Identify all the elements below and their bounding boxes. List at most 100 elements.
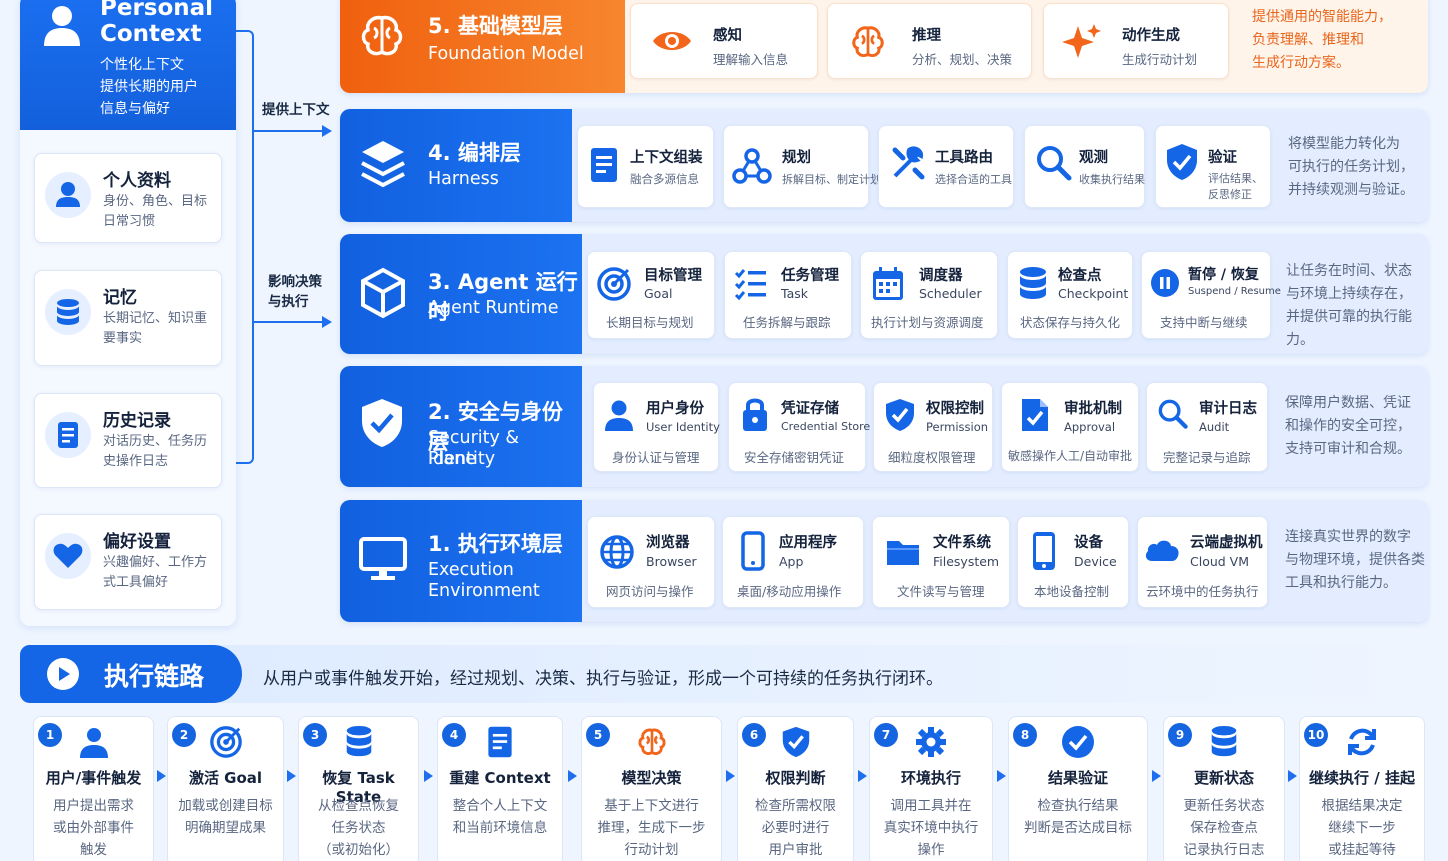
module-desc: 执行计划与资源调度	[871, 315, 984, 330]
module-scheduler: 调度器 Scheduler 执行计划与资源调度	[860, 251, 998, 339]
module-app: 应用程序 App 桌面/移动应用操作	[722, 516, 864, 608]
module-planning: 规划 拆解目标、制定计划	[723, 125, 881, 208]
layer-desc: 让任务在时间、状态与环境上持续存在，并提供可靠的执行能力。	[1286, 263, 1412, 348]
layer-header: 2. 安全与身份层 Security & Identity Plane	[340, 366, 582, 487]
step-number: 1	[38, 723, 62, 747]
context-card-title: 偏好设置	[103, 532, 171, 552]
personal-context-header: Personal Context 个性化上下文 提供长期的用户 信息与偏好	[20, 0, 236, 130]
lock-icon	[743, 398, 767, 431]
tools-icon	[892, 146, 925, 180]
module-perception: 感知 理解输入信息	[630, 3, 818, 79]
module-title: 暂停 / 恢复	[1188, 267, 1259, 283]
step-number: 6	[742, 723, 766, 747]
module-desc: 云环境中的任务执行	[1146, 584, 1259, 599]
step-desc: 用户提出需求或由外部事件触发	[53, 798, 134, 858]
search-icon	[1037, 146, 1072, 181]
play-icon	[47, 658, 79, 690]
module-desc: 生成行动计划	[1122, 52, 1198, 67]
arrow-right-icon	[857, 770, 867, 782]
step-title: 恢复 Task State	[322, 769, 395, 806]
step-title: 环境执行	[900, 769, 961, 787]
module-title: 推理	[912, 28, 941, 44]
module-task: 任务管理 Task 任务拆解与跟踪	[724, 251, 852, 339]
module-title: 检查点	[1058, 268, 1102, 284]
user-icon	[605, 400, 633, 431]
layer-en-name: Execution	[428, 560, 514, 580]
module-desc: 选择合适的工具	[935, 173, 1012, 186]
document-icon	[591, 148, 617, 182]
module-title: 任务管理	[781, 268, 839, 284]
module-desc: 敏感操作人工/自动审批	[1008, 449, 1133, 463]
layer-header: 4. 编排层 Harness	[340, 109, 572, 222]
module-tool-routing: 工具路由 选择合适的工具	[878, 125, 1014, 208]
step-desc: 调用工具并在真实环境中执行操作	[883, 798, 979, 858]
context-card-desc: 对话历史、任务历史操作日志	[103, 434, 208, 469]
module-approval: 审批机制 Approval 敏感操作人工/自动审批	[1001, 382, 1139, 472]
module-desc: 身份认证与管理	[612, 450, 700, 465]
module-title: 感知	[713, 28, 742, 44]
module-desc-2: 反思修正	[1208, 188, 1252, 201]
shield-check-icon	[779, 725, 813, 759]
module-en: Cloud VM	[1190, 554, 1250, 569]
module-desc: 安全存储密钥凭证	[744, 450, 845, 465]
search-icon	[1158, 399, 1188, 429]
module-title: 审计日志	[1199, 401, 1257, 417]
execution-chain-desc: 从用户或事件触发开始，经过规划、决策、执行与验证，形成一个可持续的任务执行闭环。	[263, 669, 943, 689]
module-context-assembly: 上下文组装 融合多源信息	[577, 125, 714, 208]
document-icon	[483, 725, 517, 759]
module-title: 用户身份	[646, 401, 704, 417]
refresh-icon	[1345, 725, 1379, 759]
database-icon	[57, 299, 79, 325]
step-number: 9	[1168, 723, 1192, 747]
step-number: 10	[1304, 723, 1328, 747]
layer-name: 5. 基础模型层	[428, 14, 563, 38]
layer-header: 1. 执行环境层 Execution Environment	[340, 500, 582, 622]
layer-name: 4. 编排层	[428, 141, 521, 165]
module-desc: 评估结果、	[1208, 172, 1263, 185]
module-title: 审批机制	[1064, 401, 1122, 417]
step-number: 8	[1013, 723, 1037, 747]
pause-icon	[1151, 269, 1179, 297]
monitor-icon	[358, 534, 408, 584]
module-en: Audit	[1199, 420, 1230, 434]
module-desc: 分析、规划、决策	[912, 52, 1013, 67]
context-card-memory: 记忆 长期记忆、知识重要事实	[34, 270, 222, 366]
module-verification: 验证 评估结果、 反思修正	[1155, 125, 1271, 208]
module-action-generation: 动作生成 生成行动计划	[1043, 3, 1229, 79]
module-en: Browser	[646, 554, 697, 569]
module-en: Approval	[1064, 420, 1116, 434]
step-title: 继续执行 / 挂起	[1309, 769, 1415, 787]
module-desc: 拆解目标、制定计划	[782, 173, 881, 186]
step-title: 重建 Context	[449, 769, 551, 787]
context-card-preferences: 偏好设置 兴趣偏好、工作方式工具偏好	[34, 514, 222, 610]
module-desc: 融合多源信息	[630, 172, 699, 186]
module-observation: 观测 收集执行结果	[1024, 125, 1145, 208]
cube-icon	[358, 266, 408, 320]
layer-foundation-model: 5. 基础模型层 Foundation Model 感知 理解输入信息 推理 分…	[340, 0, 1428, 93]
step-title: 更新状态	[1193, 769, 1254, 787]
module-cloud-vm: 云端虚拟机 Cloud VM 云环境中的任务执行	[1137, 516, 1268, 608]
context-card-title: 历史记录	[103, 411, 171, 431]
execution-chain-title: 执行链路	[104, 662, 205, 691]
layers-icon	[358, 137, 408, 191]
module-title: 上下文组装	[630, 150, 703, 166]
heart-icon	[53, 543, 83, 568]
module-title: 工具路由	[935, 150, 993, 166]
gear-icon	[914, 725, 948, 759]
connector-line	[254, 130, 324, 132]
connector-line	[254, 321, 324, 323]
module-reasoning: 推理 分析、规划、决策	[827, 3, 1032, 79]
database-icon	[342, 725, 376, 759]
layer-en-name-2: Plane	[428, 449, 476, 469]
module-en: App	[779, 554, 804, 569]
module-en: Permission	[926, 420, 989, 434]
module-title: 文件系统	[933, 535, 991, 551]
layer-name: 1. 执行环境层	[428, 532, 563, 556]
brain-icon	[635, 725, 669, 759]
context-card-history: 历史记录 对话历史、任务历史操作日志	[34, 393, 222, 488]
module-title: 动作生成	[1122, 28, 1180, 44]
